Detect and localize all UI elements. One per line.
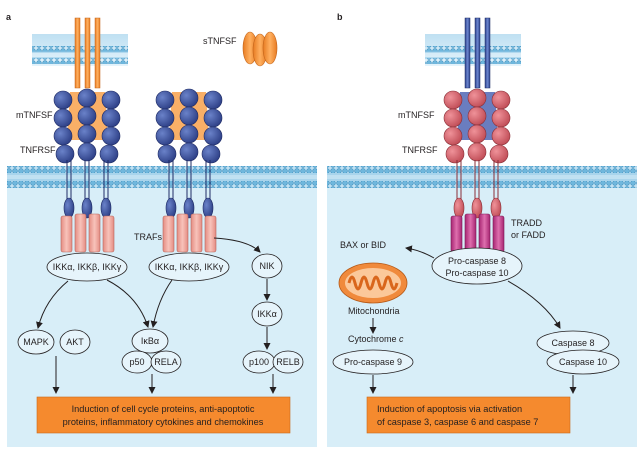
receptor-complex-a-left [53, 88, 121, 164]
akt-label: AKT [66, 337, 84, 347]
panel-b-label: b [337, 12, 343, 22]
p50-label: p50 [129, 357, 144, 367]
receptor-stalks-a [66, 160, 211, 200]
rela-label: RELA [154, 357, 178, 367]
cytochrome-c-label: Cytochrome c [348, 334, 404, 344]
procaspase8-label: Pro-caspase 8 [448, 256, 506, 266]
mapk-node: MAPK [17, 329, 55, 355]
mtnfsf-label-b: mTNFSF [398, 110, 435, 120]
panel-a: a sTNFSF [6, 12, 317, 447]
nik-node: NIK [251, 253, 283, 279]
outcome-a-line2: proteins, inflammatory cytokines and che… [63, 417, 264, 427]
receptor-death-domains-a [63, 197, 214, 219]
procaspase-9-node: Pro-caspase 9 [332, 349, 414, 375]
ikba-label: IκBα [141, 336, 159, 346]
outcome-box-b: Induction of apoptosis via activation of… [366, 396, 571, 434]
p100-label: p100 [249, 357, 269, 367]
stnfsf-trimer [242, 31, 278, 67]
top-membrane-b [425, 34, 521, 66]
mitochondria-icon [338, 262, 408, 304]
rela-node: RELA [150, 350, 182, 374]
panel-b: b mTNFSF TNFRSF [327, 12, 637, 447]
stnfsf-label: sTNFSF [203, 36, 237, 46]
outcome-box-a: Induction of cell cycle proteins, anti-a… [36, 396, 291, 434]
ikka-label: IKKα [257, 309, 277, 319]
relb-label: RELB [276, 357, 300, 367]
procaspase-8-10-node: Pro-caspase 8 Pro-caspase 10 [431, 247, 523, 285]
ikk-complex-left-label: IKKα, IKKβ, IKKγ [53, 262, 122, 272]
tnfrsf-label-a: TNFRSF [20, 145, 56, 155]
mtnfsf-stalks-b [464, 17, 491, 89]
traf-cylinders [60, 213, 217, 253]
procaspase10-label: Pro-caspase 10 [445, 268, 508, 278]
panel-a-label: a [6, 12, 12, 22]
bax-bid-label: BAX or BID [340, 240, 387, 250]
caspase10-label: Caspase 10 [559, 357, 607, 367]
ikk-complex-right: IKKα, IKKβ, IKKγ [148, 252, 230, 282]
mtnfsf-label-a: mTNFSF [16, 110, 53, 120]
relb-node: RELB [272, 350, 304, 374]
tradd-fadd-cylinders [450, 213, 505, 253]
mapk-label: MAPK [23, 337, 49, 347]
receptor-complex-a-right [155, 88, 223, 164]
ikk-complex-right-label: IKKα, IKKβ, IKKγ [155, 262, 224, 272]
procaspase9-label: Pro-caspase 9 [344, 357, 402, 367]
ikka-node: IKKα [251, 301, 283, 327]
arrows-b [369, 245, 577, 394]
p50-node: p50 [121, 350, 153, 374]
tradd-label: TRADD [511, 218, 542, 228]
trafs-label: TRAFs [134, 232, 162, 242]
mitochondria-label: Mitochondria [348, 306, 400, 316]
caspase-8-10-node: Caspase 8 Caspase 10 [536, 330, 620, 375]
ikba-node: IκBα [131, 328, 169, 354]
receptor-stalks-b [456, 160, 499, 200]
arrows-a [36, 237, 277, 394]
fadd-label: or FADD [511, 230, 546, 240]
akt-node: AKT [59, 329, 91, 355]
outcome-b-line1: Induction of apoptosis via activation [377, 404, 522, 414]
caspase8-label: Caspase 8 [551, 338, 594, 348]
receptor-complex-b [443, 88, 511, 164]
nik-label: NIK [259, 261, 274, 271]
outcome-a-line1: Induction of cell cycle proteins, anti-a… [72, 404, 255, 414]
tnfrsf-label-b: TNFRSF [402, 145, 438, 155]
p100-node: p100 [242, 350, 276, 374]
mtnfsf-stalks-a [74, 17, 101, 89]
receptor-death-domains-b [453, 197, 502, 219]
ikk-complex-left: IKKα, IKKβ, IKKγ [46, 252, 128, 282]
outcome-b-line2: of caspase 3, caspase 6 and caspase 7 [377, 417, 538, 427]
